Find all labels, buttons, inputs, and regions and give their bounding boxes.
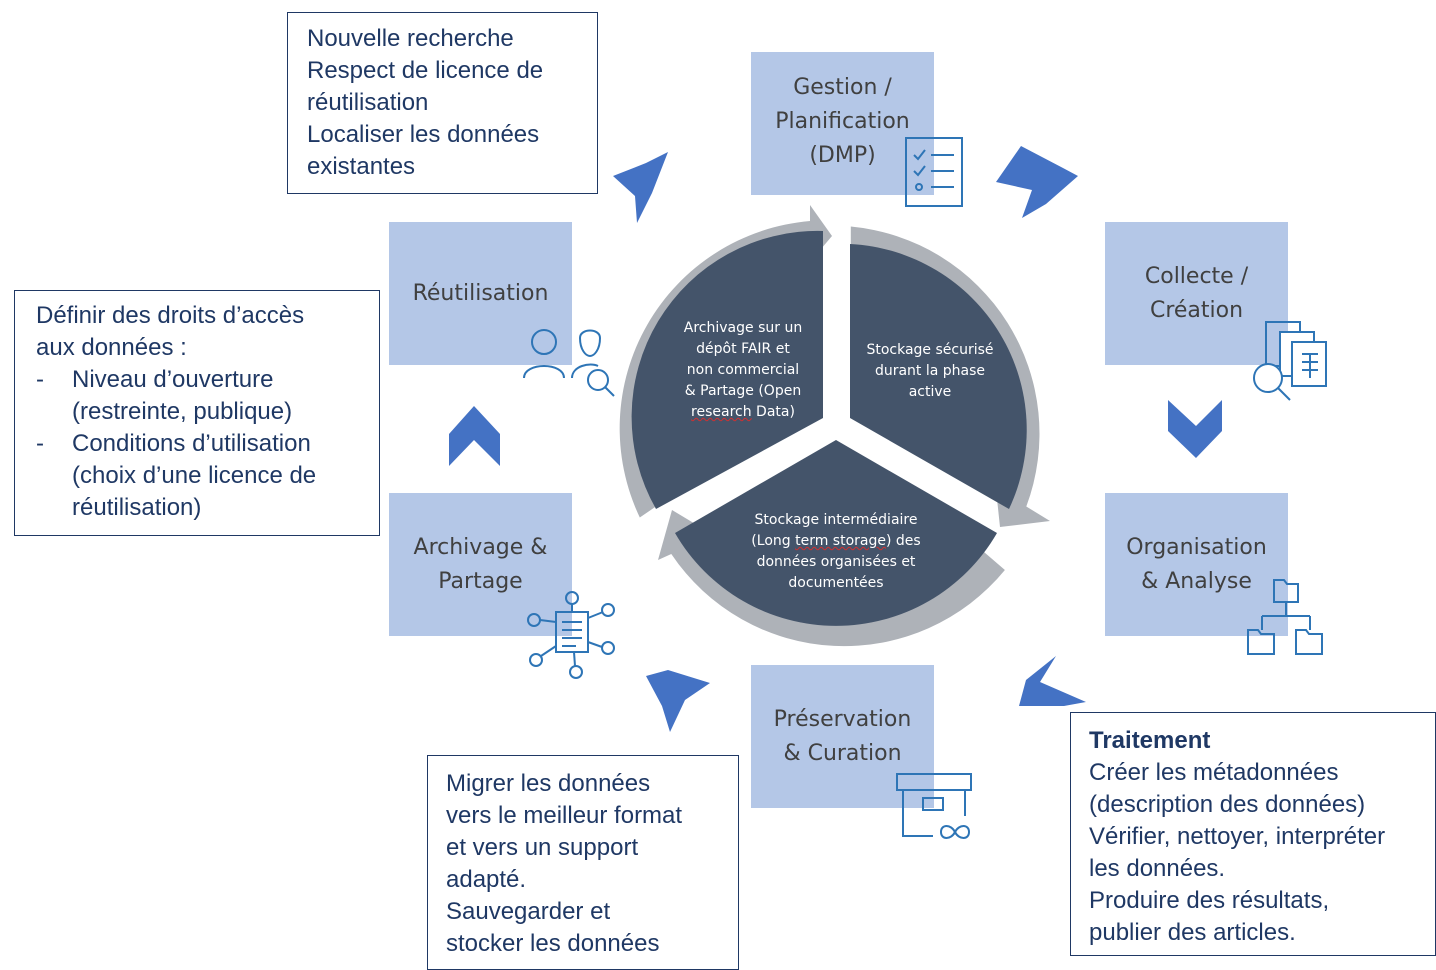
ring-arc-bottom: [658, 510, 1005, 647]
list-item: Niveau d’ouverture (restreinte, publique…: [36, 364, 379, 428]
list-item: Conditions d’utilisation (choix d’une li…: [36, 428, 379, 524]
checklist-icon: [905, 137, 963, 207]
note-left: Définir des droits d’accès aux données :…: [14, 290, 380, 536]
chevron-arrow-top-right: [996, 146, 1078, 218]
wedge-left: [631, 230, 823, 509]
stage-gestion: Gestion / Planification (DMP): [751, 52, 934, 195]
chevron-arrow-up: [449, 406, 500, 466]
archive-box-icon: [896, 773, 972, 839]
wedge-bottom-label: Stockage intermédiaire (Long term storag…: [751, 512, 921, 591]
wedge-bottom: [675, 440, 997, 626]
note-right-title: Traitement: [1089, 727, 1211, 754]
folder-tree-icon: [1247, 579, 1323, 655]
wedge-right-label: Stockage sécurisé durant la phase active: [866, 342, 994, 400]
access-rights-list: Niveau d’ouverture (restreinte, publique…: [36, 364, 379, 524]
documents-search-icon: [1253, 321, 1327, 401]
stage-organisation: Organisation & Analyse: [1105, 493, 1288, 636]
chevron-arrow-down: [1168, 400, 1222, 458]
stage-archivage: Archivage & Partage: [389, 493, 572, 636]
note-top-left: Nouvelle recherche Respect de licence de…: [287, 12, 598, 194]
chevron-arrow-bottom-right: [1019, 656, 1086, 706]
chevron-arrow-top-left: [613, 152, 668, 223]
note-bottom: Migrer les données vers le meilleur form…: [427, 755, 739, 970]
network-document-icon: [527, 591, 615, 679]
users-search-icon: [523, 329, 615, 397]
stage-collecte: Collecte / Création: [1105, 222, 1288, 365]
wedge-left-label: Archivage sur un dépôt FAIR et non comme…: [683, 320, 803, 420]
note-right: Traitement Créer les métadonnées (descri…: [1070, 712, 1436, 956]
wedge-right: [850, 244, 1027, 509]
stage-reutilisation: Réutilisation: [389, 222, 572, 365]
stage-preservation: Préservation & Curation: [751, 665, 934, 808]
chevron-arrow-bottom-left: [646, 670, 710, 732]
